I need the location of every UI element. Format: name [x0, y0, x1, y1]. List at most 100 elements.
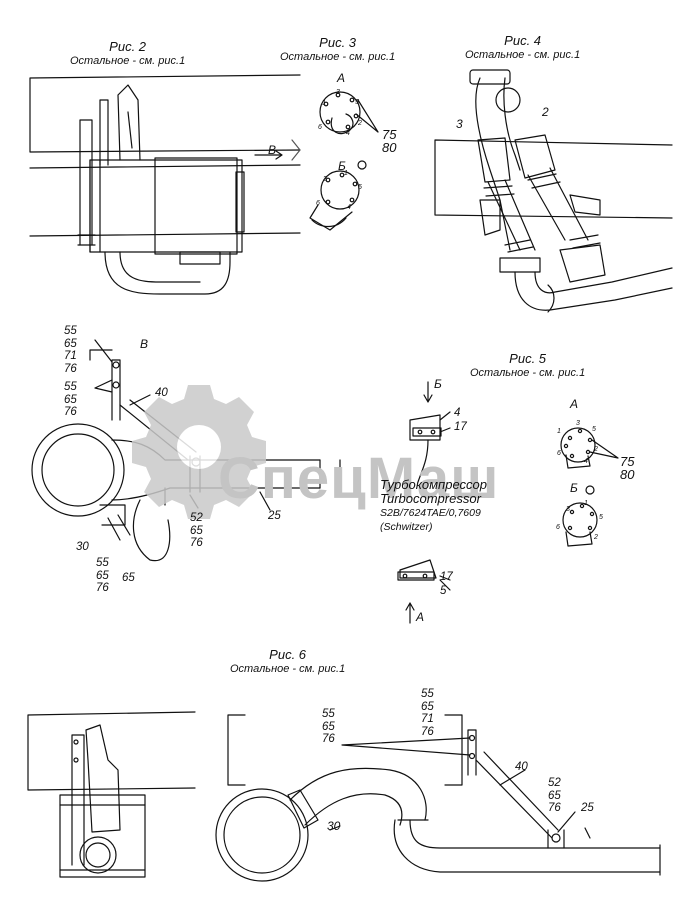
fig3-b-bolt-5: 5 — [358, 184, 362, 191]
fig3-view-b: Б — [338, 159, 346, 173]
label-55: 55 — [64, 381, 77, 393]
fig3-a-bolt-3: 3 — [336, 89, 340, 96]
fig3-subtitle: Остальное - см. рис.1 — [280, 51, 396, 63]
fig5-caption: Рис. 5 Остальное - см. рис.1 — [470, 352, 585, 380]
fig6-group-top: 55 65 71 76 — [421, 688, 434, 738]
fig5-a-bolt-2: 2 — [594, 446, 598, 453]
label-65: 65 — [548, 789, 561, 802]
label-52: 52 — [548, 777, 561, 789]
turbo-maker: (Schwitzer) — [380, 521, 433, 533]
fig5-b-bolt-3: 3 — [566, 506, 570, 513]
label-65: 65 — [190, 524, 203, 537]
section-b-clamp-label: 30 — [76, 541, 89, 553]
fig4-part-2: 2 — [542, 105, 549, 119]
label-17: 17 — [440, 571, 453, 583]
fig5-view-b-top: Б — [434, 377, 442, 391]
fig3-b-bolt-4: 4 — [347, 204, 351, 211]
fig3-a-bolt-5: 5 — [355, 99, 359, 106]
section-b-group-low: 55 65 76 — [96, 557, 109, 595]
fig5-subtitle: Остальное - см. рис.1 — [470, 367, 586, 379]
fig5-view-a: А — [570, 397, 579, 411]
label-76: 76 — [322, 733, 335, 745]
label-76: 76 — [96, 582, 109, 594]
section-b-group-mid: 55 65 76 — [64, 381, 77, 419]
label-55: 55 — [96, 557, 109, 569]
fig3-title: Рис. 3 — [319, 35, 357, 50]
fig5-b-bolt-5: 5 — [599, 514, 603, 521]
fig4-subtitle: Остальное - см. рис.1 — [465, 49, 581, 61]
fig3-view-a: А — [337, 71, 346, 85]
label-4: 4 — [454, 407, 461, 419]
label-71: 71 — [421, 713, 434, 725]
fig3-a-bolt-6: 6 — [318, 124, 322, 131]
fig5-parts-bottom: 17 5 — [440, 570, 453, 598]
label-65: 65 — [421, 700, 434, 713]
fig6-clamp-label: 30 — [327, 819, 341, 833]
fig3-b-bolt-6: 6 — [316, 200, 320, 207]
label-71: 71 — [64, 350, 77, 362]
fig3-part-75: 75 — [382, 127, 397, 142]
fig3-parts: 75 80 — [382, 128, 396, 154]
fig2-view-label: В — [268, 143, 277, 157]
fig4-pipes — [434, 69, 673, 313]
fig5-a-bolt-5: 5 — [592, 426, 596, 433]
label-80: 80 — [620, 467, 635, 482]
fig5-parts-top: 4 17 — [454, 406, 467, 434]
fig5-b-bolt-6: 6 — [556, 524, 560, 531]
section-b-pipe-label: 25 — [268, 510, 281, 522]
fig6-group-right: 52 65 76 — [548, 777, 561, 815]
fig3-part-80: 80 — [382, 140, 397, 155]
fig5-parts-right: 75 80 — [620, 455, 634, 481]
label-76: 76 — [64, 406, 77, 418]
label-75: 75 — [620, 454, 635, 469]
fig4-title: Рис. 4 — [504, 33, 542, 48]
fig5-a-bolt-4: 4 — [584, 458, 588, 465]
fig3-a-bolt-1: 1 — [322, 100, 326, 107]
fig6-group-left: 55 65 76 — [322, 708, 335, 746]
turbo-en: Turbocompressor — [380, 491, 481, 506]
fig3-caption: Рис. 3 Остальное - см. рис.1 — [280, 36, 395, 64]
label-76: 76 — [190, 537, 203, 549]
label-55: 55 — [421, 688, 434, 700]
label-55: 55 — [322, 708, 335, 720]
fig2-caption: Рис. 2 Остальное - см. рис.1 — [70, 40, 185, 68]
fig6-pipe-label: 25 — [581, 802, 594, 814]
section-b-view-label: В — [140, 337, 149, 351]
fig4-caption: Рис. 4 Остальное - см. рис.1 — [465, 34, 580, 62]
section-b-bolt-label: 65 — [122, 572, 135, 584]
label-76: 76 — [64, 362, 77, 375]
section-b-group-top: 55 65 71 76 — [64, 325, 77, 375]
watermark-text: СпецМаш — [218, 446, 500, 511]
fig6-front-view — [27, 711, 196, 878]
fig6-caption: Рис. 6 Остальное - см. рис.1 — [230, 648, 345, 676]
section-b-group-right: 52 65 76 — [190, 512, 203, 550]
label-65: 65 — [96, 569, 109, 582]
fig5-a-bolt-1: 1 — [557, 428, 561, 435]
turbo-model: S2B/7624TAE/0,7609 — [380, 507, 481, 519]
label-65: 65 — [322, 720, 335, 733]
label-52: 52 — [190, 512, 203, 524]
fig5-view-b: Б — [570, 481, 578, 495]
fig5-a-bolt-6: 6 — [557, 450, 561, 457]
label-17: 17 — [454, 421, 467, 433]
fig3-b-bolt-3: 3 — [323, 176, 327, 183]
section-b-bracket-label: 40 — [155, 387, 168, 399]
fig5-title: Рис. 5 — [509, 351, 547, 366]
label-5: 5 — [440, 585, 447, 597]
fig3-a-bolt-2: 2 — [358, 120, 362, 127]
turbo-ru: Турбокомпрессор — [380, 477, 487, 492]
gear-icon — [132, 385, 266, 519]
fig2-subtitle: Остальное - см. рис.1 — [70, 55, 186, 67]
label-76: 76 — [421, 725, 434, 738]
fig3-b-bolt-1: 1 — [344, 170, 348, 177]
label-76: 76 — [548, 802, 561, 814]
fig6-bracket-label: 40 — [515, 761, 528, 773]
label-55: 55 — [64, 325, 77, 337]
fig5-turbo-connections — [397, 381, 619, 624]
label-65: 65 — [64, 393, 77, 406]
fig4-part-3: 3 — [456, 117, 463, 131]
fig2-assembly — [29, 74, 301, 295]
fig3-a-bolt-4: 4 — [346, 130, 350, 137]
